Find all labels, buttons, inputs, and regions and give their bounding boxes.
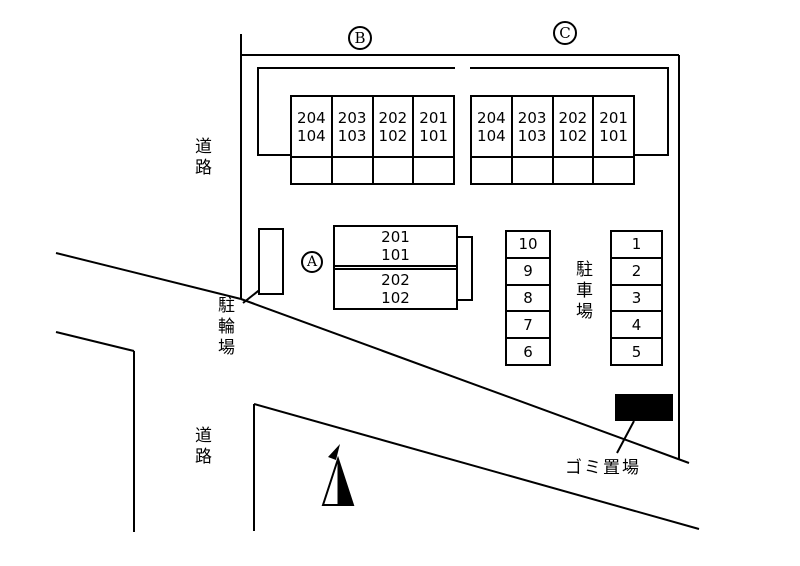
parking-space: 5 xyxy=(612,337,661,364)
room-number: 203 xyxy=(337,108,367,127)
room-number: 204 xyxy=(477,108,506,127)
room-number: 201 xyxy=(381,228,410,246)
balcony-strip xyxy=(414,158,453,183)
room-cell: 204 104 xyxy=(292,97,331,183)
building-a-letter: A xyxy=(306,254,318,270)
garbage-area-rect xyxy=(615,394,673,421)
room-number: 103 xyxy=(337,126,367,145)
room-number: 103 xyxy=(517,126,547,145)
room-cell: 201 101 xyxy=(412,97,453,183)
building-b-letter: B xyxy=(354,29,366,47)
room-number: 101 xyxy=(381,246,410,264)
room-number: 102 xyxy=(558,126,588,145)
parking-space: 10 xyxy=(518,235,538,254)
room-number: 202 xyxy=(558,108,588,127)
balcony-strip xyxy=(374,158,413,183)
garbage-label: ゴミ置場 xyxy=(565,458,641,478)
parking-space: 3 xyxy=(612,283,661,311)
floor-divider xyxy=(335,265,456,270)
garbage-leader-line xyxy=(616,420,635,454)
room-numbers: 202 102 xyxy=(553,97,593,158)
building-a-annex xyxy=(456,236,473,301)
room-number: 204 xyxy=(297,108,326,127)
building-c-outline xyxy=(470,67,669,156)
building-c-letter: C xyxy=(559,24,571,42)
room-number: 201 xyxy=(419,108,448,127)
bicycle-parking-label: 駐輪場 xyxy=(214,296,234,359)
car-parking-label: 駐車場 xyxy=(572,260,592,323)
balcony-strip xyxy=(554,158,593,183)
room-number: 201 xyxy=(599,108,628,127)
parking-space: 2 xyxy=(612,256,661,284)
parking-space: 1 xyxy=(631,235,642,254)
parking-right-column: 1 2 3 4 5 xyxy=(610,230,663,366)
road-label-lower: 道路 xyxy=(191,426,211,468)
balcony-strip xyxy=(513,158,552,183)
room-number: 104 xyxy=(297,126,326,145)
room-numbers: 201 101 xyxy=(594,97,633,158)
room-numbers: 202 102 xyxy=(335,270,456,308)
room-number: 203 xyxy=(517,108,547,127)
balcony-strip xyxy=(333,158,372,183)
room-numbers: 201 101 xyxy=(414,97,453,158)
room-number: 102 xyxy=(378,126,408,145)
room-number: 101 xyxy=(419,126,448,145)
parking-space: 9 xyxy=(507,256,549,284)
building-b-badge: B xyxy=(348,26,372,50)
parking-left-column: 10 9 8 7 6 xyxy=(505,230,551,366)
road-label-upper: 道路 xyxy=(191,137,211,179)
north-arrow-icon xyxy=(321,444,355,506)
building-b-room-grid: 204 104 203 103 202 102 201 101 xyxy=(290,95,455,185)
room-number: 202 xyxy=(378,108,408,127)
building-b-outline xyxy=(257,67,455,156)
room-cell: 204 104 xyxy=(472,97,511,183)
parking-space: 7 xyxy=(507,310,549,337)
room-cell: 203 103 xyxy=(510,97,552,183)
parking-space: 4 xyxy=(612,310,661,337)
parking-space: 6 xyxy=(507,337,549,364)
room-number: 104 xyxy=(477,126,506,145)
room-numbers: 204 104 xyxy=(292,97,331,158)
room-numbers: 201 101 xyxy=(335,227,456,265)
room-cell: 202 102 xyxy=(371,97,413,183)
room-numbers: 204 104 xyxy=(472,97,511,158)
road-edge-diagonal-lower xyxy=(253,403,700,530)
room-number: 101 xyxy=(599,126,628,145)
road-edge-left-lower xyxy=(55,331,135,352)
room-numbers: 202 102 xyxy=(373,97,413,158)
room-cell: 202 102 xyxy=(551,97,593,183)
building-c-badge: C xyxy=(553,21,577,45)
room-number: 202 xyxy=(381,271,410,289)
balcony-strip xyxy=(292,158,331,183)
parking-space: 8 xyxy=(507,283,549,311)
room-numbers: 203 103 xyxy=(332,97,372,158)
building-c-room-grid: 204 104 203 103 202 102 201 101 xyxy=(470,95,635,185)
balcony-strip xyxy=(594,158,633,183)
room-number: 102 xyxy=(381,289,410,307)
road-edge-diagonal-upper xyxy=(240,298,690,464)
road-edge-left-upper xyxy=(55,252,242,300)
room-numbers: 203 103 xyxy=(512,97,552,158)
building-a-badge: A xyxy=(301,251,323,273)
room-cell: 201 101 xyxy=(592,97,633,183)
bicycle-parking-rect xyxy=(258,228,284,295)
room-cell: 203 103 xyxy=(330,97,372,183)
building-a-box: 201 101 202 102 xyxy=(333,225,458,310)
balcony-strip xyxy=(472,158,511,183)
